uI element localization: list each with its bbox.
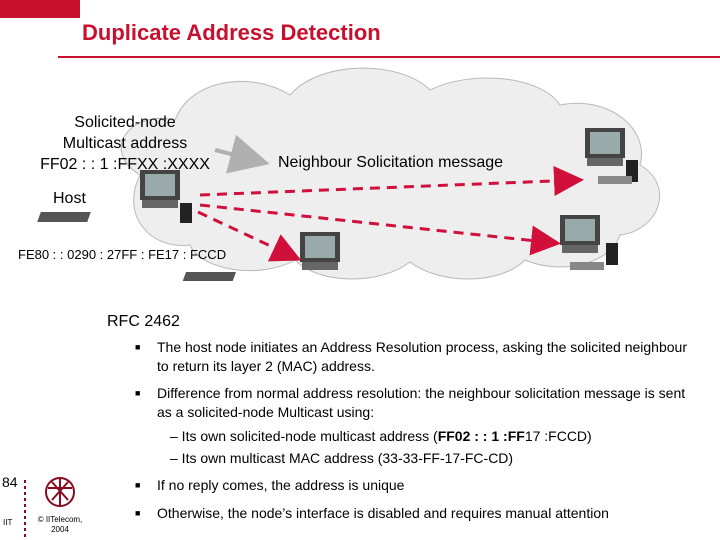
title-underline xyxy=(58,56,720,58)
sub-bullet-1-bold: FF02 : : 1 :FF xyxy=(437,428,525,444)
host-label: Host xyxy=(53,190,86,207)
neighbour-computer-lower-right-icon xyxy=(560,215,618,270)
bullet-marker: ■ xyxy=(135,508,141,518)
host-link-local-address: FE80 : : 0290 : 27FF : FE17 : FCCD xyxy=(18,247,227,262)
ns-arrow-right xyxy=(199,165,584,197)
solicited-node-label: Solicited-node Multicast address FF02 : … xyxy=(20,112,230,175)
slide-title: Duplicate Address Detection xyxy=(82,20,381,45)
page-number: 84 xyxy=(2,474,18,490)
bullet-text-2: Difference from normal address resolutio… xyxy=(157,385,686,420)
solicited-node-line-1: Solicited-node xyxy=(74,114,176,131)
sub-bullet-1-prefix: – Its own solicited-node multicast addre… xyxy=(170,428,438,444)
sub-bullet-1: – Its own solicited-node multicast addre… xyxy=(170,427,592,446)
network-cloud xyxy=(120,67,661,280)
solicited-node-address: FF02 : : 1 :FFXX :XXXX xyxy=(40,156,210,173)
bullet-text-4: Otherwise, the node’s interface is disab… xyxy=(157,505,609,521)
header-accent-bar xyxy=(0,0,80,18)
rfc-reference: RFC 2462 xyxy=(107,313,180,330)
footer-dotted-divider xyxy=(24,480,26,538)
footer-copyright: © IITelecom, 2004 xyxy=(37,515,83,534)
multicast-pointer-arrow xyxy=(214,134,270,174)
bullet-text-1: The host node initiates an Address Resol… xyxy=(157,339,687,374)
footer-org: IIT xyxy=(3,518,13,527)
sub-bullet-2: – Its own multicast MAC address (33-33-F… xyxy=(170,450,514,466)
bullet-text-3: If no reply comes, the address is unique xyxy=(157,477,405,493)
host-computer-icon xyxy=(37,170,192,223)
bullet-marker: ■ xyxy=(135,342,141,352)
neighbour-computer-middle-icon xyxy=(182,232,340,281)
ns-arrow-lower-right xyxy=(199,203,561,256)
neighbour-computer-right-icon xyxy=(585,128,638,184)
sub-bullet-1-suffix: 17 :FCCD) xyxy=(524,428,592,444)
neighbour-solicitation-label: Neighbour Solicitation message xyxy=(278,154,504,171)
bullet-marker: ■ xyxy=(135,388,141,398)
bullet-marker: ■ xyxy=(135,480,141,490)
ns-arrow-middle xyxy=(197,210,302,262)
solicited-node-line-2: Multicast address xyxy=(62,135,188,152)
